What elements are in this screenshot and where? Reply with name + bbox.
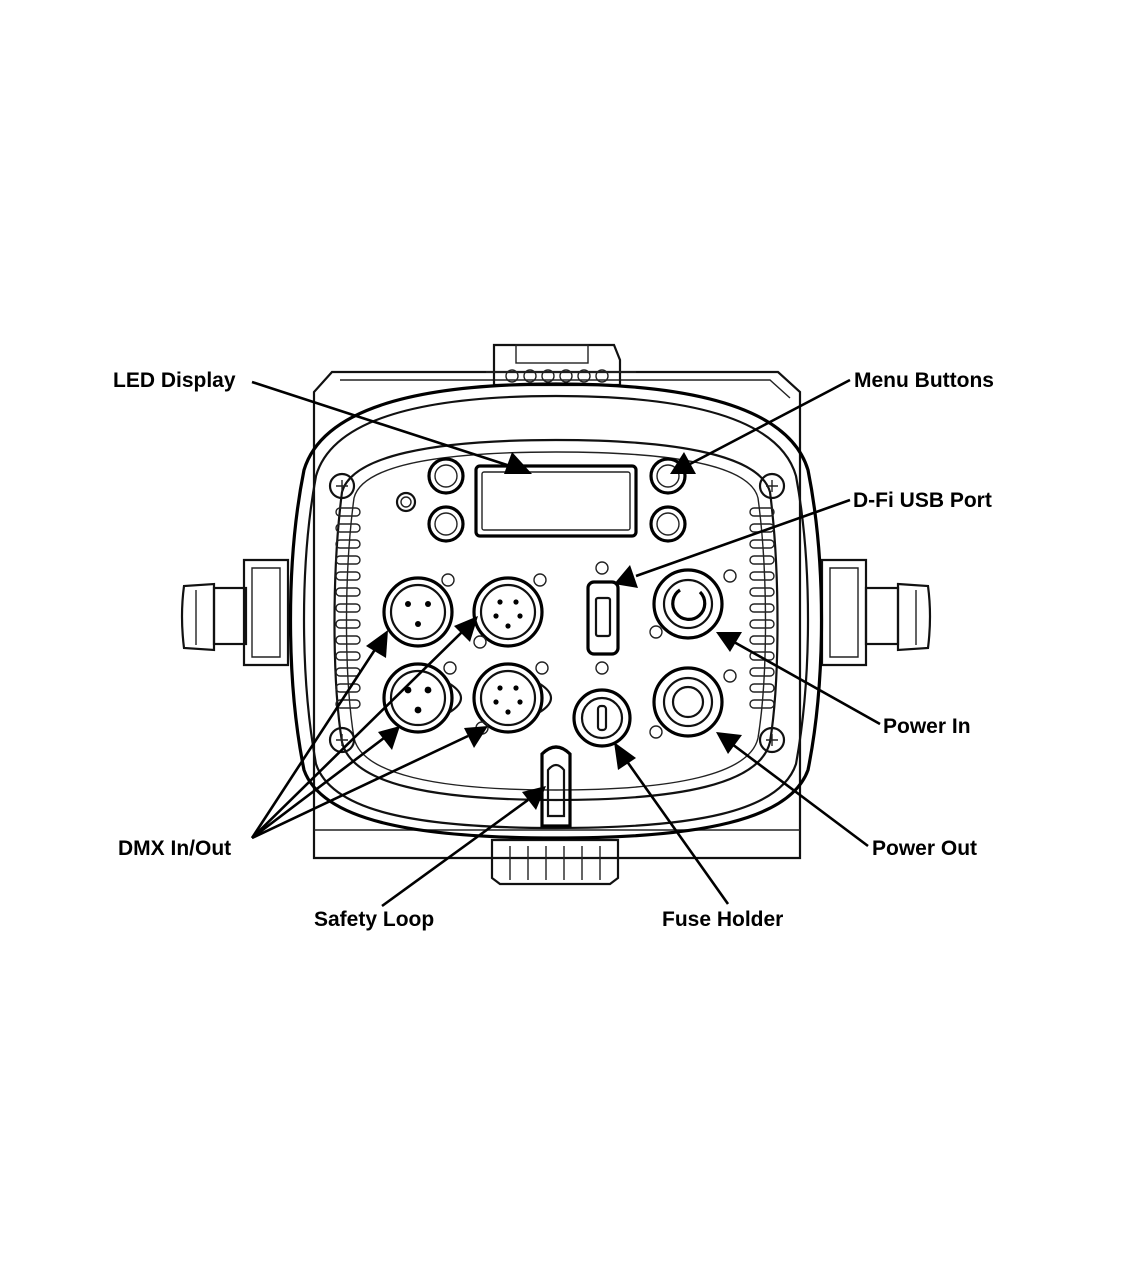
- callout-power-in: Power In: [883, 715, 971, 738]
- safety-loop: [540, 745, 572, 828]
- vent-slots-right: [749, 507, 775, 709]
- callout-fuse-holder: Fuse Holder: [662, 908, 783, 931]
- corner-screw: [758, 472, 786, 500]
- dmx-connector-bottom-left[interactable]: [382, 661, 463, 734]
- power-out-connector[interactable]: [649, 666, 737, 739]
- dmx-connector-bottom-right[interactable]: [472, 661, 553, 735]
- dfi-usb-port[interactable]: [586, 561, 620, 675]
- fixture-housing: [180, 343, 932, 886]
- menu-button[interactable]: [649, 457, 687, 495]
- rear-panel: [288, 382, 824, 840]
- vent-slots-left: [335, 507, 361, 709]
- menu-button[interactable]: [427, 457, 465, 495]
- callout-power-out: Power Out: [872, 837, 977, 860]
- dmx-connector-top-right[interactable]: [472, 573, 547, 649]
- dmx-connector-top-left[interactable]: [382, 573, 455, 648]
- corner-screw: [328, 472, 356, 500]
- callout-lines: [250, 378, 881, 908]
- corner-screw: [328, 726, 356, 754]
- callout-safety-loop: Safety Loop: [314, 908, 434, 931]
- menu-button[interactable]: [649, 505, 687, 543]
- callout-dfi-usb-port: D-Fi USB Port: [853, 489, 992, 512]
- power-in-connector[interactable]: [649, 568, 737, 640]
- fuse-holder[interactable]: [572, 688, 632, 748]
- corner-screw: [758, 726, 786, 754]
- callout-menu-buttons: Menu Buttons: [854, 369, 994, 392]
- callout-led-display: LED Display: [113, 369, 236, 392]
- callout-dmx-in-out: DMX In/Out: [118, 837, 231, 860]
- menu-button[interactable]: [427, 505, 465, 543]
- menu-buttons: [427, 457, 687, 543]
- led-display: [474, 464, 638, 538]
